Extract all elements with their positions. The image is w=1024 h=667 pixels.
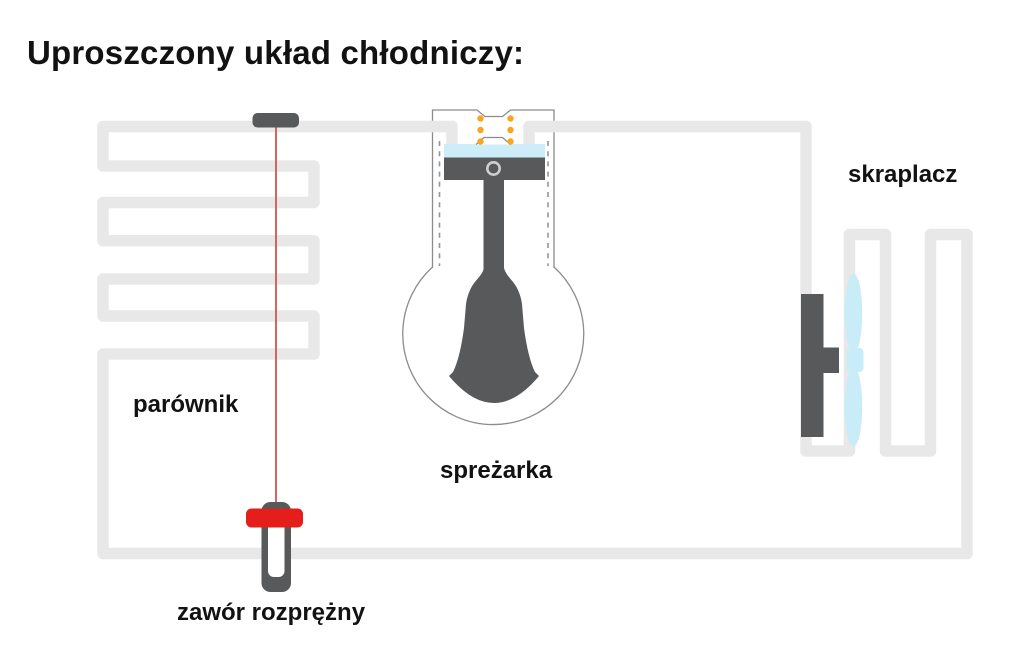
gas-dot bbox=[477, 138, 484, 145]
gas-dot bbox=[477, 115, 484, 122]
fan-hub bbox=[846, 348, 864, 372]
refrigerant-layer bbox=[444, 144, 545, 158]
expansion-valve-cap bbox=[246, 508, 303, 528]
page-title: Uproszczony układ chłodniczy: bbox=[27, 34, 525, 71]
gas-dot bbox=[477, 126, 484, 134]
fan-motor-shaft bbox=[823, 347, 839, 373]
expansion-valve-inner bbox=[268, 521, 285, 577]
piston bbox=[444, 157, 545, 180]
gas-dot bbox=[507, 115, 514, 122]
label-compressor: spreżarka bbox=[440, 457, 553, 484]
fan-blade-bottom bbox=[844, 366, 863, 447]
gas-dots bbox=[477, 115, 514, 145]
label-evaporator: parównik bbox=[133, 391, 239, 418]
expansion-valve bbox=[246, 502, 303, 592]
crank-bell bbox=[449, 258, 539, 403]
gas-dot bbox=[507, 126, 514, 134]
gas-dot bbox=[507, 138, 514, 145]
fan-blade-top bbox=[844, 273, 863, 354]
label-condenser: skraplacz bbox=[848, 161, 958, 188]
fan-motor-body bbox=[801, 294, 824, 437]
piston-pin bbox=[485, 161, 501, 177]
sensor-bulb bbox=[252, 113, 299, 128]
connecting-rod bbox=[483, 178, 504, 270]
label-expansion-valve: zawór rozprężny bbox=[177, 599, 366, 626]
